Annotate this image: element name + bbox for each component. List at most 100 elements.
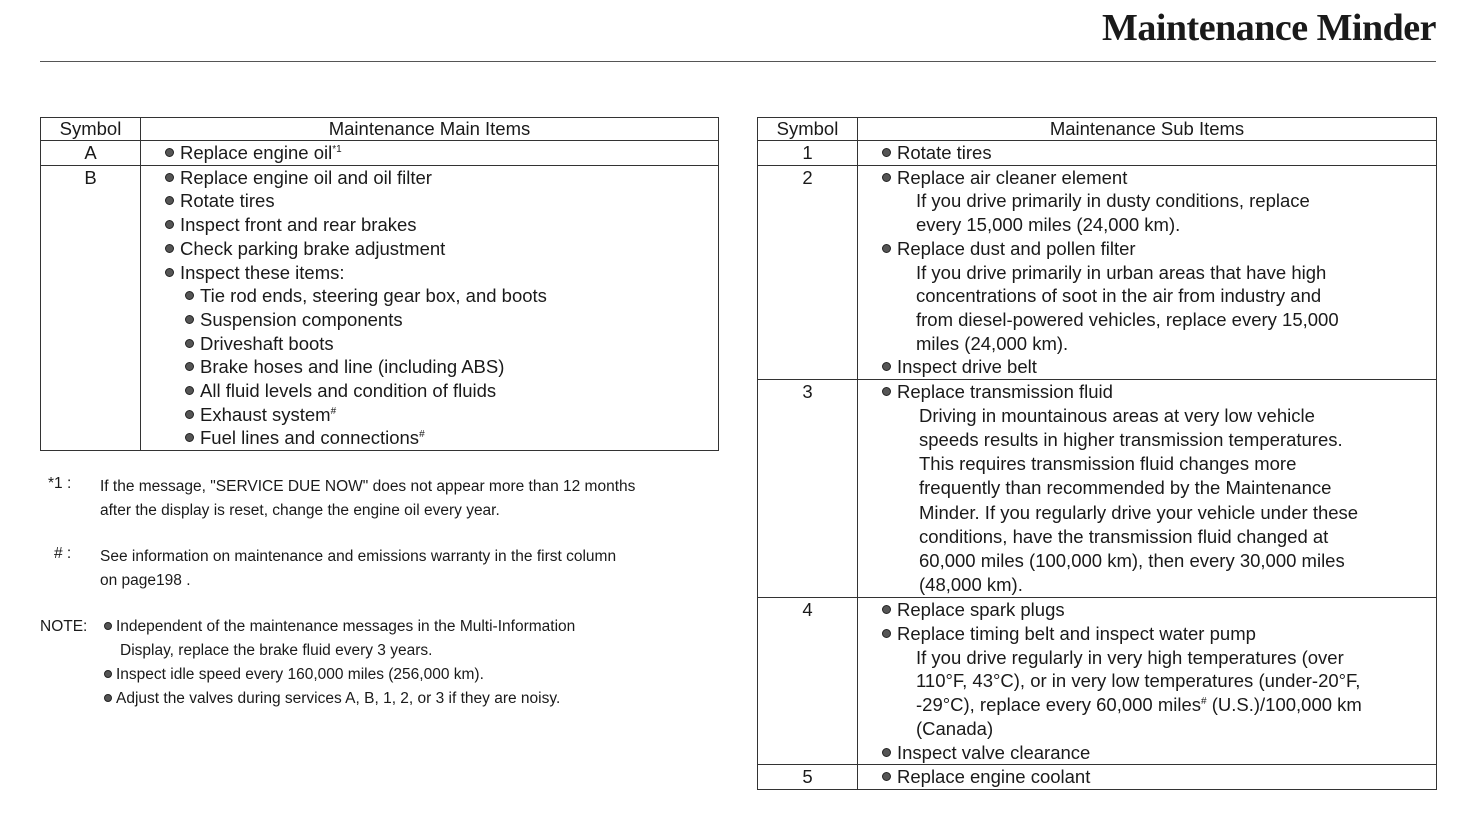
bullet-icon — [882, 605, 891, 615]
main-items-header: Maintenance Main Items — [140, 117, 719, 141]
item-description: Driving in mountainous areas at very low… — [919, 404, 1315, 426]
sub-items-header: Maintenance Sub Items — [857, 117, 1437, 141]
note-item: Adjust the valves during services A, B, … — [40, 687, 730, 711]
item-description: miles (24,000 km). — [916, 332, 1069, 354]
item-description: If you drive regularly in very high temp… — [916, 646, 1344, 668]
bullet-icon — [165, 196, 174, 206]
list-item: Replace timing belt and inspect water pu… — [858, 622, 1436, 646]
footnote-line: If the message, "SERVICE DUE NOW" does n… — [100, 478, 636, 495]
bullet-icon — [882, 243, 891, 253]
footnotes-section: *1 : If the message, "SERVICE DUE NOW" d… — [40, 475, 730, 711]
list-item: Replace spark plugs — [858, 598, 1436, 622]
footnote-line: after the display is reset, change the e… — [100, 502, 500, 519]
note-block: NOTE: Independent of the maintenance mes… — [40, 615, 730, 711]
sub-list-item: Tie rod ends, steering gear box, and boo… — [141, 284, 718, 308]
item-description: This requires transmission fluid changes… — [919, 453, 1297, 475]
items-cell: Replace spark plugs Replace timing belt … — [857, 597, 1437, 766]
bullet-icon — [882, 629, 891, 639]
note-item: Independent of the maintenance messages … — [40, 615, 730, 639]
list-item: Inspect front and rear brakes — [141, 213, 718, 237]
sub-list-item: Suspension components — [141, 308, 718, 332]
sub-list-item: Exhaust system# — [141, 403, 718, 427]
bullet-icon — [882, 772, 891, 782]
bullet-icon — [185, 386, 194, 396]
footnote-marker: # — [1201, 696, 1207, 708]
symbol-cell: 1 — [757, 140, 858, 166]
sub-items-table: Symbol Maintenance Sub Items 1 Rotate ti… — [757, 117, 1437, 790]
list-item: Rotate tires — [141, 189, 718, 213]
note-item-continued: Display, replace the brake fluid every 3… — [120, 642, 433, 659]
item-description: every 15,000 miles (24,000 km). — [916, 214, 1181, 236]
symbol-cell: B — [40, 164, 141, 452]
bullet-icon — [185, 433, 194, 443]
bullet-icon — [882, 747, 891, 757]
item-description: Minder. If you regularly drive your vehi… — [919, 501, 1359, 523]
bullet-icon — [104, 694, 112, 702]
bullet-icon — [185, 338, 194, 348]
items-cell: Rotate tires — [857, 140, 1437, 166]
table-row: 1 Rotate tires — [757, 140, 1437, 166]
list-item: Replace air cleaner element — [858, 166, 1436, 190]
item-description: If you drive primarily in urban areas th… — [916, 261, 1327, 283]
symbol-cell: A — [40, 140, 141, 166]
bullet-icon — [882, 148, 891, 157]
table-header-row: Symbol Maintenance Main Items — [40, 117, 719, 141]
item-description: -29°C), replace every 60,000 miles# (U.S… — [916, 694, 1362, 716]
bullet-icon — [185, 409, 194, 419]
item-description: (Canada) — [916, 717, 994, 739]
list-item: Replace engine oil and oil filter — [141, 166, 718, 190]
symbol-header: Symbol — [757, 117, 858, 141]
table-row: B Replace engine oil and oil filter Rota… — [40, 164, 719, 452]
footnote-line: See information on maintenance and emiss… — [100, 548, 617, 565]
list-item: Check parking brake adjustment — [141, 237, 718, 261]
sub-list-item: Driveshaft boots — [141, 332, 718, 356]
bullet-icon — [185, 291, 194, 301]
table-row: 2 Replace air cleaner element If you dri… — [757, 164, 1437, 381]
item-description: (48,000 km). — [919, 574, 1023, 596]
bullet-icon — [165, 267, 174, 277]
list-item: Replace engine coolant — [858, 765, 1436, 789]
items-cell: Replace engine oil and oil filter Rotate… — [140, 164, 719, 452]
symbol-cell: 5 — [757, 764, 858, 790]
list-item: Replace engine oil*1 — [141, 141, 718, 165]
symbol-cell: 2 — [757, 164, 858, 381]
sub-list-item: All fluid levels and condition of fluids — [141, 379, 718, 403]
bullet-icon — [165, 220, 174, 230]
footnote-marker: # — [419, 429, 425, 441]
list-item: Inspect these items: — [141, 261, 718, 285]
footnote-marker: *1 — [332, 144, 342, 155]
bullet-icon — [165, 243, 174, 253]
footnote: *1 : If the message, "SERVICE DUE NOW" d… — [40, 475, 730, 523]
item-description: from diesel-powered vehicles, replace ev… — [916, 308, 1339, 330]
page-title: Maintenance Minder — [1101, 7, 1437, 49]
footnote-line: on page198 . — [100, 572, 191, 589]
items-cell: Replace air cleaner element If you drive… — [857, 164, 1437, 381]
sub-list-item: Fuel lines and connections# — [141, 426, 718, 450]
table-header-row: Symbol Maintenance Sub Items — [757, 117, 1437, 141]
list-item: Replace dust and pollen filter — [858, 237, 1436, 261]
items-cell: Replace transmission fluid Driving in mo… — [857, 379, 1437, 599]
item-description: frequently than recommended by the Maint… — [919, 477, 1332, 499]
footnote-mark: # : — [54, 545, 72, 562]
item-description: conditions, have the transmission fluid … — [919, 525, 1329, 547]
list-item: Inspect drive belt — [858, 355, 1436, 379]
symbol-cell: 3 — [757, 379, 858, 599]
bullet-icon — [882, 172, 891, 182]
bullet-icon — [882, 362, 891, 372]
item-description: If you drive primarily in dusty conditio… — [916, 190, 1310, 212]
item-description: speeds results in higher transmission te… — [919, 428, 1343, 450]
item-description: 60,000 miles (100,000 km), then every 30… — [919, 549, 1345, 571]
footnote-mark: *1 : — [48, 475, 72, 492]
bullet-icon — [185, 314, 194, 324]
items-cell: Replace engine coolant — [857, 764, 1437, 790]
bullet-icon — [104, 622, 112, 630]
table-row: A Replace engine oil*1 — [40, 140, 719, 166]
list-item: Rotate tires — [858, 141, 1436, 165]
bullet-icon — [185, 362, 194, 372]
footnote-marker: # — [330, 405, 337, 417]
bullet-icon — [104, 670, 112, 678]
table-row: 4 Replace spark plugs Replace timing bel… — [757, 597, 1437, 766]
title-divider — [40, 61, 1436, 62]
bullet-icon — [165, 148, 174, 157]
item-description: 110°F, 43°C), or in very low temperature… — [916, 670, 1361, 692]
